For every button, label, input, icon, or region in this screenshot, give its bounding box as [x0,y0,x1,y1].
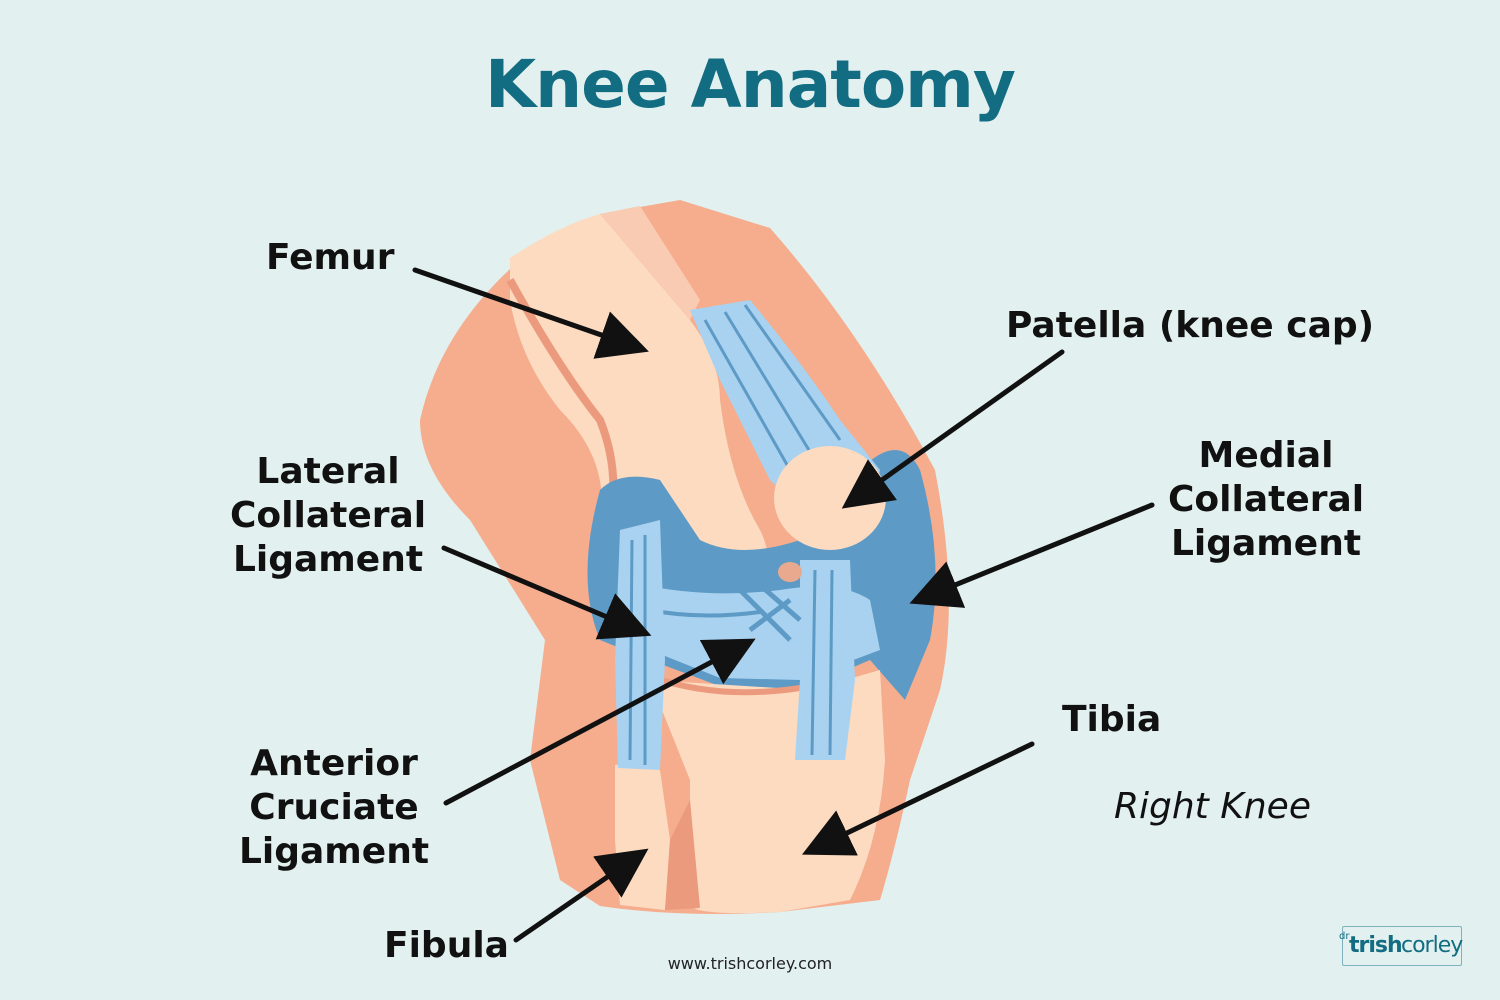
label-mcl-line-1: Medial [1198,435,1334,476]
label-fibula: Fibula [384,925,509,966]
patella-arrow [841,349,1065,509]
label-acl-line-1: Anterior [250,743,418,784]
caption-right-knee: Right Knee [1114,786,1311,827]
label-femur: Femur [266,237,395,278]
patella-bone [774,446,886,550]
label-lcl-line-3: Ligament [232,539,424,580]
label-lateral-collateral-ligament: Lateral Collateral Ligament [230,450,426,582]
mcl-strap [795,560,855,760]
tibia-arrow [801,741,1035,856]
mcl-arrow [909,502,1155,608]
label-acl-line-2: Cruciate [249,787,419,828]
logo-prefix: dr [1339,931,1350,942]
label-tibia: Tibia [1062,699,1162,740]
label-lcl-line-1: Lateral [256,451,400,492]
lcl-arrow [441,545,652,640]
label-mcl-line-2: Collateral [1168,479,1365,520]
fibula-arrow [513,848,649,943]
label-medial-collateral-ligament: Medial Collateral Ligament [1168,434,1364,566]
femur-arrow [412,267,649,359]
lcl-strap [615,520,665,770]
label-anterior-cruciate-ligament: Anterior Cruciate Ligament [236,742,432,874]
label-acl-line-3: Ligament [238,831,430,872]
website-url[interactable]: www.trishcorley.com [667,954,833,973]
page-title: Knee Anatomy [485,46,1016,123]
femur-bone [510,214,768,615]
logo-light: corley [1401,933,1463,958]
label-lcl-line-2: Collateral [230,495,427,536]
fibula-bone [615,763,670,910]
cruciate-ligaments [738,583,802,642]
logo-bold: trish [1349,933,1403,958]
acl-arrow [443,638,756,806]
label-mcl-line-3: Ligament [1170,523,1362,564]
label-patella: Patella (knee cap) [1006,305,1375,346]
brand-logo: dr trish corley [1339,926,1463,966]
